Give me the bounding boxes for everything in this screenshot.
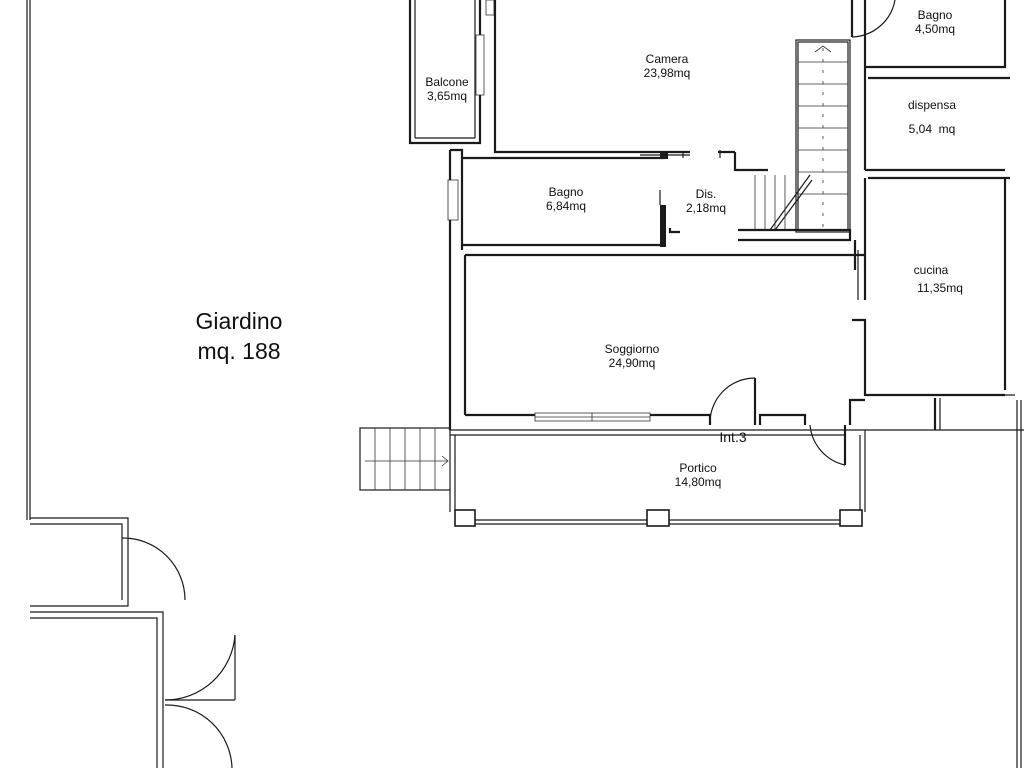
room-label-bagno-mid: Bagno 6,84mq	[546, 185, 586, 214]
room-label-balcone: Balcone 3,65mq	[425, 75, 468, 104]
external-steps	[359, 427, 451, 491]
room-area: 4,50mq	[914, 22, 956, 37]
room-name: cucina	[913, 263, 949, 277]
balcone-walls	[408, 0, 495, 145]
room-area: 11,35mq	[917, 281, 963, 296]
soggiorno-walls	[463, 253, 941, 466]
unit-label: Int.3	[719, 429, 747, 445]
left-outbuildings	[30, 517, 236, 768]
room-name: Dis.	[695, 187, 717, 201]
room-label-camera: Camera 23,98mq	[644, 52, 691, 81]
room-area: 24,90mq	[608, 356, 656, 371]
room-label-dis: Dis. 2,18mq	[686, 187, 726, 216]
camera-walls	[493, 0, 896, 172]
bagno-walls	[447, 148, 666, 430]
room-label-soggiorno: Soggiorno 24,90mq	[605, 342, 660, 371]
room-label-cucina: cucina 11,35mq	[914, 263, 963, 296]
room-label-dispensa: dispensa 5,04 mq	[908, 98, 956, 137]
room-area: mq. 188	[197, 337, 281, 364]
room-name: Camera	[645, 52, 689, 66]
room-area: 14,80mq	[674, 475, 722, 490]
room-label-portico: Portico 14,80mq	[675, 461, 722, 490]
room-area: 2,18mq	[685, 201, 727, 216]
dis-walls	[668, 150, 721, 234]
right-block-walls	[852, 0, 1015, 397]
room-label-giardino: Giardino mq. 188	[196, 307, 283, 367]
stairs-internal	[738, 39, 852, 242]
room-name: Bagno	[917, 8, 953, 22]
room-label-bagno-top: Bagno 4,50mq	[915, 8, 955, 37]
room-area: 5,04 mq	[908, 122, 956, 137]
garden-boundary	[26, 0, 1022, 768]
room-name: Balcone	[425, 75, 469, 89]
room-name: Soggiorno	[604, 342, 660, 356]
room-area: 3,65mq	[426, 89, 468, 104]
room-name: dispensa	[907, 98, 957, 112]
room-area: 6,84mq	[545, 199, 587, 214]
room-name: Portico	[679, 461, 717, 475]
room-name: Giardino	[195, 308, 283, 334]
room-area: 23,98mq	[643, 66, 691, 81]
room-name: Bagno	[548, 185, 584, 199]
portico-walls	[449, 429, 1024, 527]
